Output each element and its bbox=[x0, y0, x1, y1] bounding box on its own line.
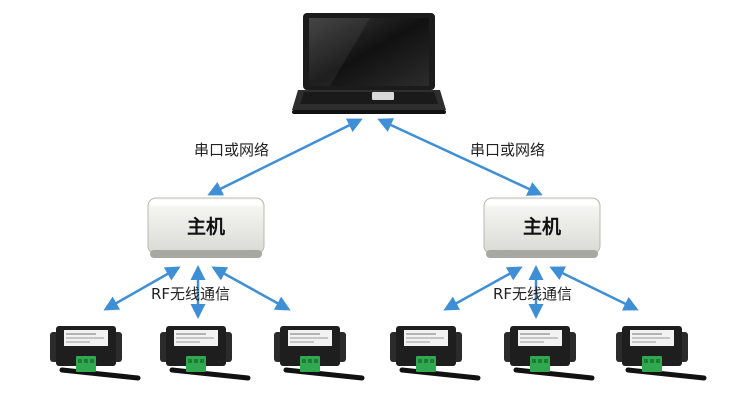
host-label-left: 主机 bbox=[187, 216, 225, 238]
link-arrow-laptop-host-right bbox=[377, 118, 543, 196]
rf-arrow-left-1 bbox=[103, 266, 181, 311]
rf-device-group bbox=[50, 326, 707, 381]
link-arrow-laptop-host-left bbox=[207, 118, 363, 196]
terminal-block-icon bbox=[416, 356, 436, 372]
link-label-rf-left: RF无线通信 bbox=[151, 285, 231, 303]
link-label-rf-right: RF无线通信 bbox=[493, 285, 573, 303]
link-label-serial-network-left: 串口或网络 bbox=[194, 141, 270, 159]
terminal-block-icon bbox=[530, 356, 550, 372]
rf-module-icon bbox=[50, 326, 141, 381]
terminal-block-icon bbox=[642, 356, 662, 372]
rf-module-icon bbox=[160, 326, 251, 381]
rf-module-icon bbox=[504, 326, 595, 381]
host-unit-right: 主机 bbox=[483, 197, 601, 258]
rf-arrow-right-1 bbox=[443, 266, 523, 311]
rf-module-icon bbox=[616, 326, 707, 381]
laptop-icon bbox=[292, 13, 446, 114]
terminal-block-icon bbox=[186, 356, 206, 372]
rf-module-icon bbox=[274, 326, 365, 381]
rf-arrow-left-3 bbox=[211, 266, 291, 311]
rf-module-icon bbox=[390, 326, 481, 381]
host-label-right: 主机 bbox=[523, 216, 561, 238]
terminal-block-icon bbox=[76, 356, 96, 372]
terminal-block-icon bbox=[300, 356, 320, 372]
rf-arrow-right-3 bbox=[549, 266, 639, 311]
link-label-serial-network-right: 串口或网络 bbox=[470, 141, 546, 159]
host-unit-left: 主机 bbox=[147, 197, 265, 258]
